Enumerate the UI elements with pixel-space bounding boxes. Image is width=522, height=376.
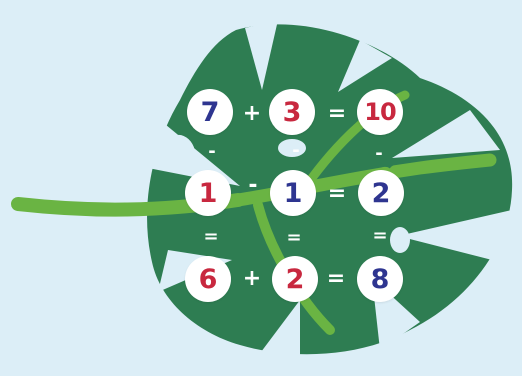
number-cell: 7: [187, 89, 233, 135]
plus-operator: +: [242, 266, 262, 291]
equals-operator: =: [327, 181, 347, 206]
equals-operator: =: [203, 226, 219, 247]
equals-operator: =: [286, 227, 302, 248]
number-cell: 3: [269, 89, 315, 135]
minus-operator: -: [248, 173, 258, 198]
minus-operator: -: [292, 140, 300, 161]
result-cell: 8: [357, 256, 403, 302]
result-cell: 10: [357, 89, 403, 135]
leaf-hole-2: [278, 139, 306, 157]
equals-operator: =: [327, 101, 347, 126]
leaf-notch-top: [245, 20, 278, 90]
leaf-notch-top-right: [338, 40, 392, 92]
number-cell: 2: [272, 256, 318, 302]
leaf-hole-1: [168, 134, 196, 166]
leaf-notch-right-upper: [392, 110, 500, 158]
number-cell: 1: [270, 170, 316, 216]
number-cell: 6: [185, 256, 231, 302]
number-cell: 1: [185, 170, 231, 216]
leaf-notch-right-lower: [398, 210, 512, 262]
leaf-hole-3: [390, 227, 410, 253]
plus-operator: +: [242, 101, 262, 126]
minus-operator: -: [375, 143, 383, 164]
equals-operator: =: [326, 266, 346, 291]
equals-operator: =: [372, 225, 388, 246]
leaf-notch-bottom: [258, 300, 300, 360]
minus-operator: -: [208, 141, 216, 162]
result-cell: 2: [358, 170, 404, 216]
